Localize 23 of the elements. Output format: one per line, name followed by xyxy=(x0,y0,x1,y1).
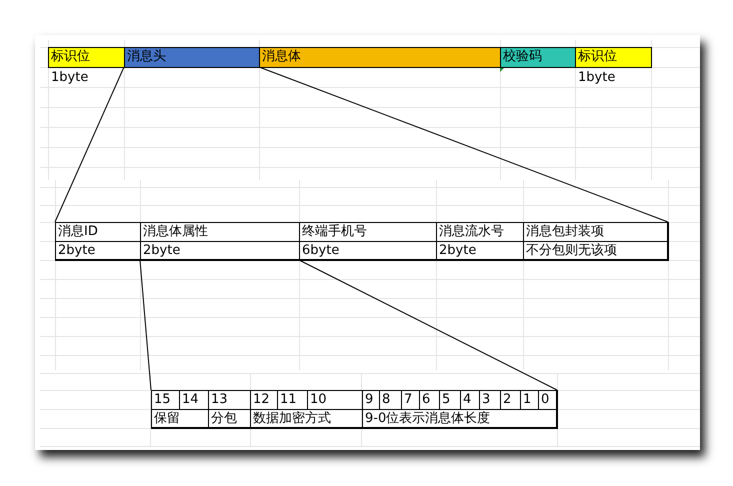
leader-line xyxy=(298,260,558,390)
table-frame xyxy=(151,390,557,428)
table-cell: 消息包封装项 xyxy=(523,222,669,242)
table-cell: 分包 xyxy=(208,409,251,429)
header-cell: 标识位 xyxy=(575,47,652,68)
header-cell: 校验码 xyxy=(500,47,576,68)
table-cell: 2byte xyxy=(436,241,524,261)
table-cell: 6byte xyxy=(299,241,437,261)
table-cell: 保留 xyxy=(151,409,209,429)
leader-line xyxy=(54,66,124,222)
table-cell: 不分包则无该项 xyxy=(523,241,669,261)
table-frame xyxy=(55,222,668,260)
header-cell: 消息头 xyxy=(124,47,260,68)
leader-line xyxy=(258,66,668,222)
cell-text: 1byte xyxy=(578,69,616,86)
table-cell: 数据加密方式 xyxy=(250,409,363,429)
header-cell: 标识位 xyxy=(48,47,125,68)
leader-line xyxy=(140,260,152,390)
table-cell: 9-0位表示消息体长度 xyxy=(362,409,558,429)
cell-text: 1byte xyxy=(51,69,88,86)
table-cell: 2byte xyxy=(55,241,141,261)
table-cell: 2byte xyxy=(140,241,300,261)
header-cell: 消息体 xyxy=(259,47,501,68)
